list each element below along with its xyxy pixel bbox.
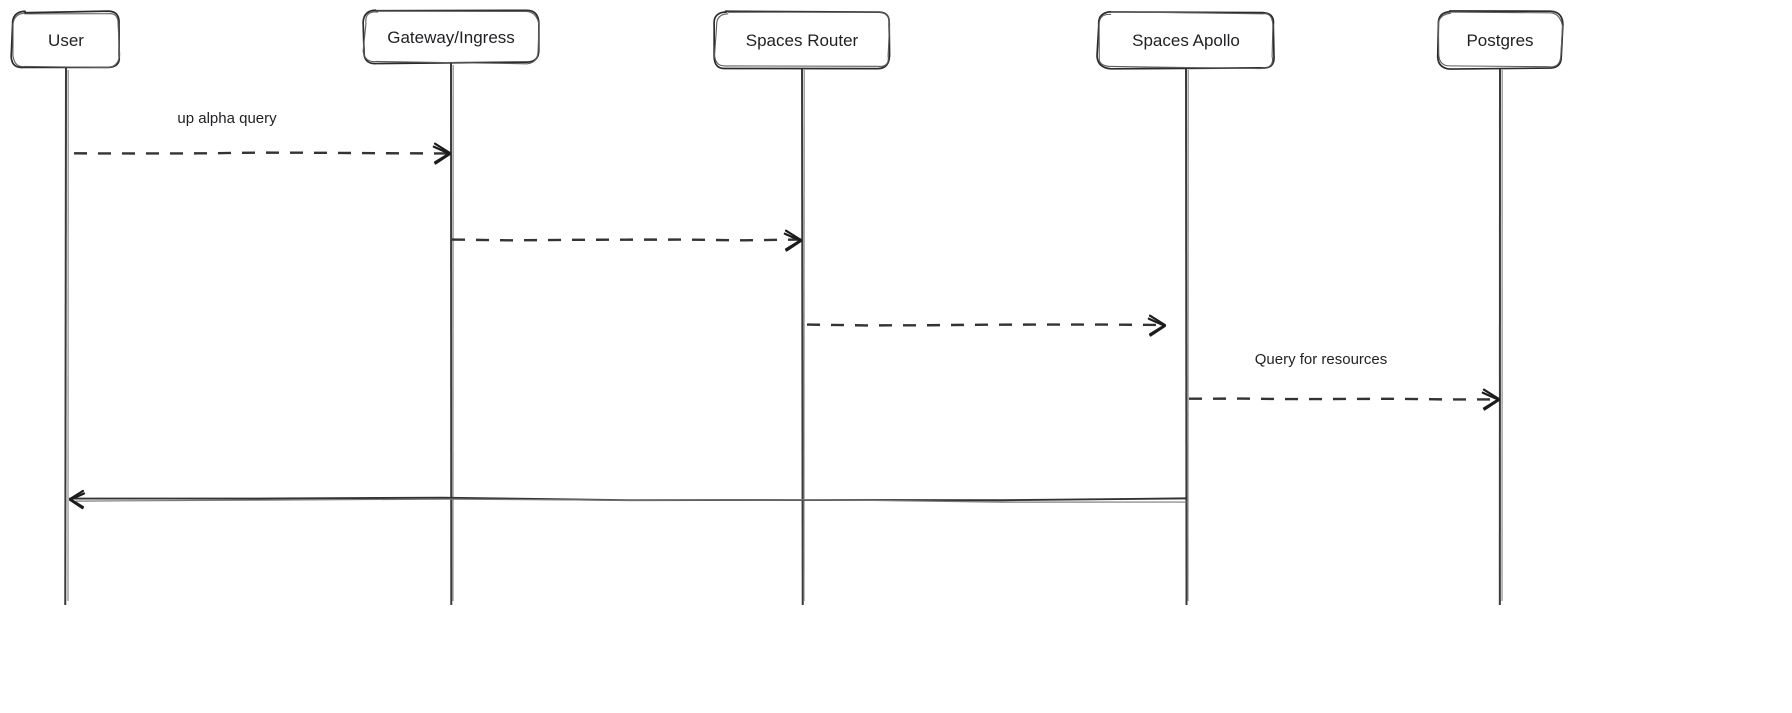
message-arrowhead-sketch-stroke	[68, 492, 86, 510]
participant-postgres[interactable]: Postgres	[1436, 10, 1564, 70]
participant-box-sketch-stroke	[12, 12, 121, 69]
participant-box-sketch-stroke	[362, 10, 540, 65]
message-label-1: up alpha query	[177, 110, 277, 127]
participant-user[interactable]: User	[10, 10, 121, 69]
message-line	[451, 238, 802, 242]
participant-box-sketch-stroke	[1437, 11, 1564, 68]
lifeline-postgres	[1498, 67, 1503, 606]
participant-label-apollo: Spaces Apollo	[1132, 31, 1240, 50]
message-5-apollo-to-user[interactable]	[68, 489, 1187, 510]
message-line	[806, 323, 1166, 327]
lifeline-apollo	[1185, 67, 1189, 606]
participant-label-user: User	[48, 31, 84, 50]
message-arrowhead-sketch-stroke	[432, 145, 452, 165]
lifelines-group	[64, 62, 1503, 606]
message-line	[1188, 397, 1500, 401]
lifeline-user	[64, 67, 69, 606]
participant-apollo[interactable]: Spaces Apollo	[1096, 10, 1275, 70]
participant-box-sketch-stroke	[1098, 11, 1274, 70]
message-4-apollo-to-postgres[interactable]: Query for resources	[1188, 351, 1501, 411]
participant-box-outline	[362, 9, 540, 65]
participant-gateway[interactable]: Gateway/Ingress	[362, 9, 540, 65]
message-arrowhead-sketch-stroke	[1481, 391, 1501, 411]
message-line	[73, 151, 451, 155]
message-label-4: Query for resources	[1255, 351, 1388, 368]
lifeline-router	[801, 67, 805, 606]
message-arrowhead-sketch-stroke	[1147, 317, 1167, 337]
participant-box-sketch-stroke	[714, 11, 891, 67]
message-1-user-to-gateway[interactable]: up alpha query	[73, 110, 452, 165]
participant-box-outline	[1096, 10, 1275, 70]
message-3-router-to-apollo[interactable]	[806, 314, 1167, 337]
message-arrowhead-sketch-stroke	[783, 232, 803, 252]
message-line-sketch-stroke	[75, 498, 1187, 503]
participant-label-router: Spaces Router	[746, 31, 859, 50]
participant-router[interactable]: Spaces Router	[713, 10, 891, 70]
participant-label-postgres: Postgres	[1466, 31, 1533, 50]
lifeline-gateway	[450, 62, 454, 606]
message-2-gateway-to-router[interactable]	[451, 229, 803, 252]
participant-label-gateway: Gateway/Ingress	[387, 28, 515, 47]
